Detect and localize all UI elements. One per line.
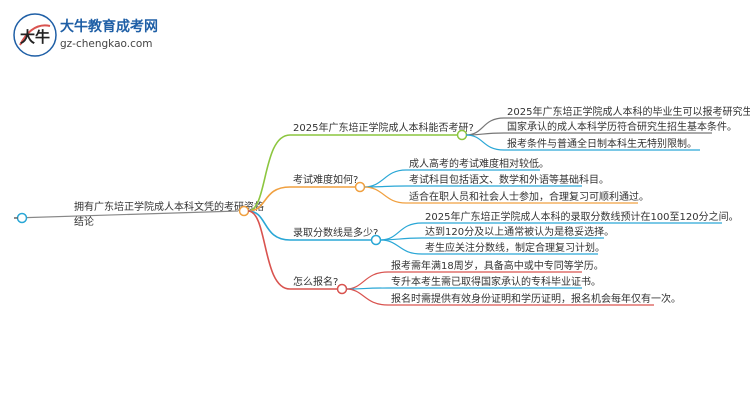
leaf-2-3-connector	[363, 186, 638, 204]
leaf-3-1: 2025年广东培正学院成人本科的录取分数线预计在100至120分之间。	[425, 210, 739, 223]
logo-mark-text: 大牛	[20, 28, 50, 46]
branch-4-node[interactable]	[336, 283, 348, 295]
branch-2-connector	[247, 186, 356, 212]
branch-3-connector	[247, 210, 372, 241]
leaf-4-2: 专升本考生需已取得国家承认的专科毕业证书。	[391, 275, 601, 288]
leaf-1-3-connector	[465, 134, 700, 151]
leaf-3-2: 达到120分及以上通常被认为是稳妥选择。	[425, 225, 614, 238]
leaf-2-2: 考试科目包括语文、数学和外语等基础科目。	[409, 173, 609, 186]
root-label: 拥有广东培正学院成人本科文凭的考研资格	[74, 200, 264, 213]
leaf-4-3: 报名时需提供有效身份证明和学历证明，报名机会每年仅有一次。	[391, 292, 681, 305]
root-start-node[interactable]	[16, 212, 28, 224]
leaf-4-3-connector	[345, 288, 654, 306]
leaf-3-3: 考生应关注分数线，制定合理复习计划。	[425, 241, 605, 254]
branch-1-node[interactable]	[456, 129, 468, 141]
branch-3-title: 录取分数线是多少?	[293, 226, 378, 239]
leaf-1-1: 2025年广东培正学院成人本科的毕业生可以报考研究生。	[507, 105, 750, 118]
leaf-2-3: 适合在职人员和社会人士参加，合理复习可顺利通过。	[409, 190, 649, 203]
site-logo[interactable]: 大牛 大牛教育成考网 gz-chengkao.com	[12, 12, 162, 58]
branch-1-title: 2025年广东培正学院成人本科能否考研?	[293, 121, 474, 134]
branch-2-node[interactable]	[354, 181, 366, 193]
leaf-3-2-connector	[379, 237, 604, 241]
leaf-4-1: 报考需年满18周岁，具备高中或中专同等学历。	[391, 259, 604, 272]
logo-mark-icon: 大牛	[13, 13, 57, 57]
brand-name: 大牛教育成考网	[60, 19, 158, 35]
leaf-2-1: 成人高考的考试难度相对较低。	[409, 157, 549, 170]
leaf-2-2-connector	[363, 185, 582, 188]
leaf-4-2-connector	[345, 287, 582, 290]
branch-4-title: 怎么报名?	[293, 275, 338, 288]
branch-2-title: 考试难度如何?	[293, 173, 358, 186]
root-node[interactable]	[238, 205, 250, 217]
root-label-2: 结论	[74, 215, 94, 228]
leaf-1-3: 报考条件与普通全日制本科生无特别限制。	[507, 137, 697, 150]
branch-1-connector	[247, 134, 458, 212]
root-stub-line	[13, 210, 239, 219]
leaf-3-3-connector	[379, 239, 598, 255]
leaf-1-2: 国家承认的成人本科学历符合研究生招生基本条件。	[507, 120, 737, 133]
branch-4-connector	[247, 210, 338, 290]
site-url: gz-chengkao.com	[60, 38, 153, 50]
branch-3-node[interactable]	[370, 234, 382, 246]
leaf-1-2-connector	[465, 132, 712, 136]
